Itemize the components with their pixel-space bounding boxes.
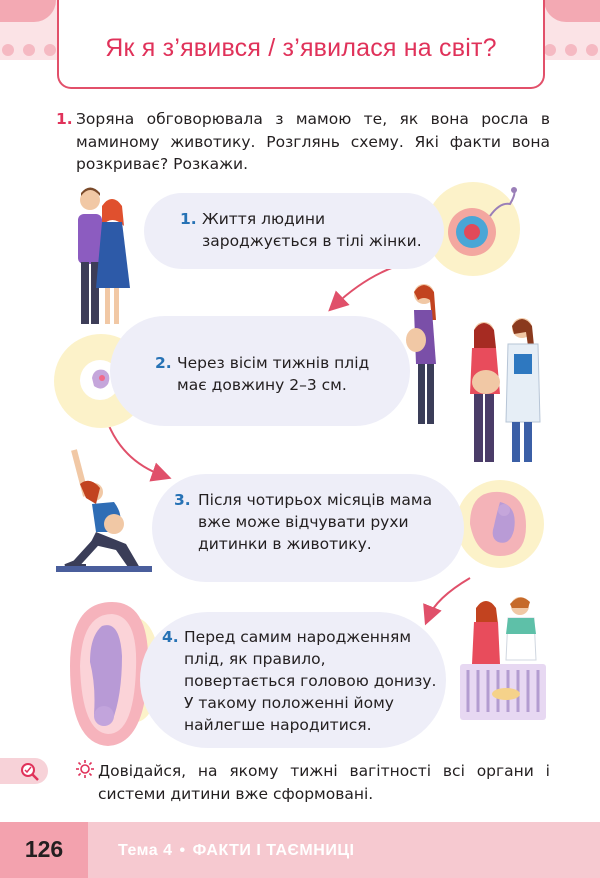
task-number: 1. xyxy=(56,110,73,128)
doctor-patient-illustration xyxy=(470,318,541,462)
step-3-bubble: 3. Після чотирьох місяців мама вже може … xyxy=(152,474,464,582)
header-tab-left xyxy=(0,0,56,22)
page-number-box: 126 xyxy=(0,822,88,878)
family-crib-illustration xyxy=(460,597,546,720)
step-2-text: Через вісім тижнів плід має довжину 2–3 … xyxy=(177,354,370,394)
egg-cell-icon xyxy=(448,187,517,256)
page-footer: 126 Тема 4 • ФАКТИ І ТАЄМНИЦІ xyxy=(0,822,600,878)
title-box: Як я з’явився / з’явилася на світ? xyxy=(57,0,545,89)
pregnant-woman-illustration xyxy=(406,284,436,424)
task-text: Зоряна обговорювала з мамою те, як вона … xyxy=(76,110,550,173)
fetus-4-months-icon xyxy=(470,491,526,556)
step-2-bubble: 2. Через вісім тижнів плід має довжину 2… xyxy=(110,316,410,426)
step-2-number: 2. xyxy=(155,354,172,372)
yoga-woman-illustration xyxy=(56,449,152,572)
task-paragraph: 1. Зоряна обговорювала з мамою те, як во… xyxy=(56,108,550,176)
step-4-number: 4. xyxy=(162,628,179,646)
step-4-bubble: 4. Перед самим народженням плід, як прав… xyxy=(140,612,446,748)
step-1-number: 1. xyxy=(180,210,197,228)
topic-separator: • xyxy=(179,842,186,859)
magnifier-tab xyxy=(0,758,48,784)
magnifier-icon xyxy=(21,763,39,781)
step-4-text: Перед самим народженням плід, як правило… xyxy=(184,628,437,734)
research-text: Довідайся, на якому тижні вагітності всі… xyxy=(98,762,550,803)
step-3-text: Після чотирьох місяців мама вже може від… xyxy=(198,491,433,553)
step-1-text: Життя людини зароджується в тілі жінки. xyxy=(202,210,422,250)
step-1-bubble: 1. Життя людини зароджується в тілі жінк… xyxy=(144,193,444,269)
page-title: Як я з’явився / з’явилася на світ? xyxy=(105,34,497,62)
topic-number: Тема 4 xyxy=(118,842,173,859)
couple-illustration xyxy=(78,187,130,324)
sun-icon xyxy=(76,760,94,778)
topic-title: ФАКТИ І ТАЄМНИЦІ xyxy=(192,842,355,859)
page-number: 126 xyxy=(24,836,64,862)
step-3-number: 3. xyxy=(174,491,191,509)
research-task: Довідайся, на якому тижні вагітності всі… xyxy=(0,752,600,812)
header-tab-right xyxy=(544,0,600,22)
arrow-3-to-4 xyxy=(423,577,471,626)
topic-label: Тема 4 • ФАКТИ І ТАЄМНИЦІ xyxy=(118,842,354,860)
